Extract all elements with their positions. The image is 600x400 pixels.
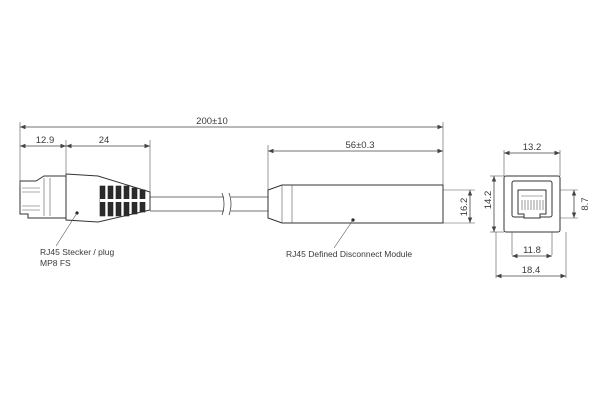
disconnect-module xyxy=(267,184,444,224)
dim-end-width-outer: 18.4 xyxy=(522,265,541,276)
dim-end-width-top: 13.2 xyxy=(523,142,542,153)
contact-pins xyxy=(521,195,544,210)
dim-end-height-inner: 8.7 xyxy=(580,197,591,210)
dimension-texts: 200±10 12.9 24 56±0.3 16.2 13.2 14.2 8.7… xyxy=(36,116,591,276)
plug-label-line2: MP8 FS xyxy=(40,258,71,268)
boot-grip-ribs xyxy=(99,185,148,217)
cable xyxy=(150,192,268,216)
dim-module-length: 56±0.3 xyxy=(346,140,375,151)
dim-end-height-outer: 14.2 xyxy=(483,191,494,210)
dim-plug-boot: 24 xyxy=(99,135,110,146)
rj45-plug xyxy=(19,173,151,223)
dimension-lines xyxy=(19,122,578,279)
dim-end-width-inner: 11.8 xyxy=(523,245,541,256)
plug-label-line1: RJ45 Stecker / plug xyxy=(40,247,114,257)
dim-module-height: 16.2 xyxy=(459,198,470,217)
module-label: RJ45 Defined Disconnect Module xyxy=(286,249,412,259)
dim-plug-front: 12.9 xyxy=(36,135,55,146)
dim-total-length: 200±10 xyxy=(196,116,228,127)
end-view xyxy=(503,175,561,233)
part-labels: RJ45 Stecker / plug MP8 FS RJ45 Defined … xyxy=(40,247,412,268)
